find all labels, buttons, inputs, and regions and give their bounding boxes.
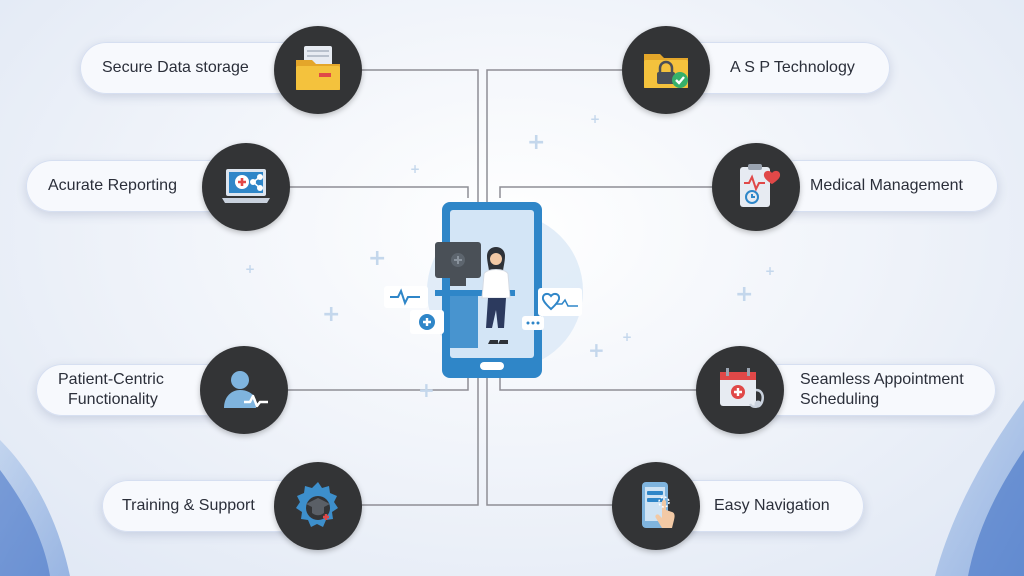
feature-label: Easy Navigation [714, 497, 830, 514]
feature-label: Medical Management [810, 177, 963, 194]
feature-medical-management: Medical Management [770, 160, 998, 212]
calendar-stethoscope-icon [696, 346, 784, 434]
phone-touch-icon [612, 462, 700, 550]
plus-decoration: + [590, 112, 601, 126]
plus-decoration: + [410, 162, 421, 176]
folder-documents-icon [274, 26, 362, 114]
locked-folder-check-icon [622, 26, 710, 114]
clipboard-heart-icon [712, 143, 800, 231]
plus-decoration: + [765, 264, 776, 278]
plus-decoration: + [322, 302, 341, 327]
feature-label: Secure Data storage [102, 59, 249, 76]
doctor-at-computer-on-phone-icon [384, 202, 583, 378]
user-heartbeat-icon [200, 346, 288, 434]
plus-decoration: + [245, 262, 256, 276]
plus-decoration: + [527, 130, 546, 155]
feature-label-line1: Seamless Appointment [800, 371, 964, 388]
plus-decoration: + [622, 330, 633, 344]
plus-decoration: + [588, 338, 605, 362]
laptop-medical-share-icon [202, 143, 290, 231]
feature-label-line1: Patient-Centric [58, 371, 164, 388]
plus-decoration: + [418, 378, 435, 402]
plus-decoration: + [368, 246, 387, 271]
feature-label: Training & Support [122, 497, 255, 514]
feature-label-line2: Scheduling [800, 391, 880, 408]
gear-graduation-cap-icon [274, 462, 362, 550]
feature-label: A S P Technology [730, 59, 855, 76]
feature-label: Acurate Reporting [48, 177, 177, 194]
feature-seamless-appointment-scheduling: Seamless Appointment Scheduling [752, 364, 996, 416]
feature-label-line2: Functionality [68, 391, 158, 408]
plus-decoration: + [735, 282, 754, 307]
